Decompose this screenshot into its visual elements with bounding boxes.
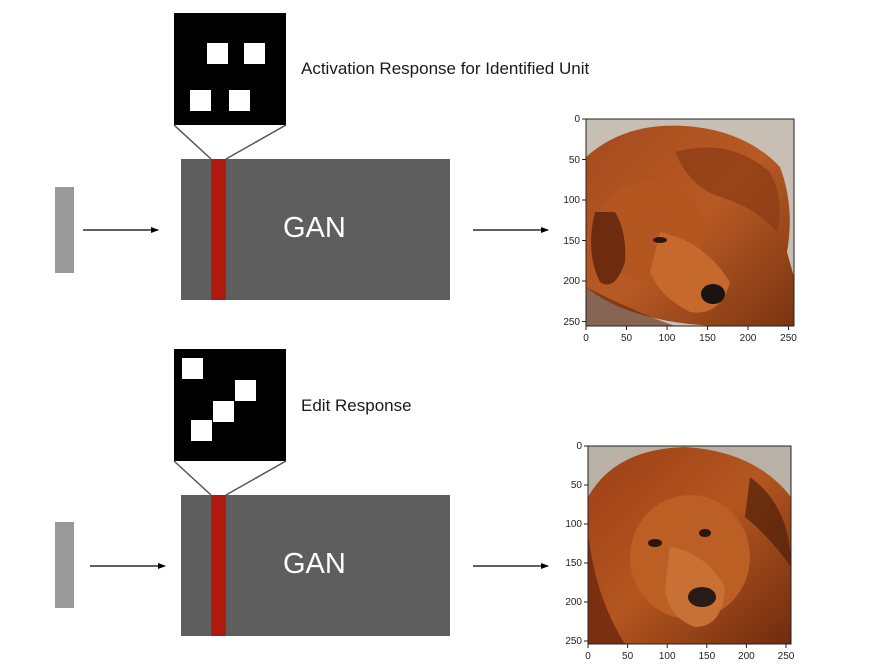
x-tick-label: 150 (699, 333, 716, 344)
y-axis-top: 0 50 100 150 200 250 (563, 114, 586, 328)
y-tick-label: 150 (565, 558, 582, 569)
x-tick-label: 200 (738, 651, 755, 662)
x-tick-label: 200 (740, 333, 757, 344)
x-axis-top: 0 50 100 150 200 250 (583, 326, 797, 344)
x-tick-label: 50 (622, 651, 634, 662)
y-tick-label: 200 (565, 597, 582, 608)
y-tick-label: 50 (569, 155, 581, 166)
y-tick-label: 0 (574, 114, 580, 125)
activation-cell (244, 43, 265, 64)
activation-cell (207, 43, 228, 64)
x-tick-label: 250 (778, 651, 795, 662)
x-tick-label: 0 (583, 333, 589, 344)
latent-vector-top (55, 187, 74, 273)
activation-cell (235, 380, 256, 401)
edited-unit-bottom (211, 495, 226, 636)
y-tick-label: 150 (563, 236, 580, 247)
x-tick-label: 100 (659, 651, 676, 662)
identified-unit-top (211, 159, 226, 300)
x-axis-bottom: 0 50 100 150 200 250 (585, 644, 795, 662)
y-tick-label: 250 (565, 636, 582, 647)
x-tick-label: 0 (585, 651, 591, 662)
output-image-plot-bottom: 0 50 100 150 200 250 0 50 100 150 200 25… (565, 441, 795, 662)
y-tick-label: 0 (576, 441, 582, 452)
caption-top: Activation Response for Identified Unit (301, 59, 590, 78)
x-tick-label: 50 (621, 333, 633, 344)
gan-label-bottom: GAN (283, 548, 346, 580)
y-axis-bottom: 0 50 100 150 200 250 (565, 441, 588, 647)
activation-map-top (174, 13, 286, 125)
output-image-plot-top: 0 50 100 150 200 250 0 50 100 150 200 25… (563, 114, 797, 344)
funnel-line-left-bottom (173, 460, 212, 496)
y-tick-label: 100 (563, 195, 580, 206)
x-tick-label: 150 (698, 651, 715, 662)
y-tick-label: 200 (563, 276, 580, 287)
activation-cell (182, 358, 203, 379)
x-tick-label: 100 (659, 333, 676, 344)
activation-cell (229, 90, 250, 111)
activation-map-bottom (174, 349, 286, 461)
activation-cell (213, 401, 234, 422)
funnel-line-right-top (225, 124, 287, 160)
dog-photo-bottom (588, 446, 791, 644)
y-tick-label: 100 (565, 519, 582, 530)
y-tick-label: 250 (563, 317, 580, 328)
funnel-line-right-bottom (225, 460, 287, 496)
caption-bottom: Edit Response (301, 396, 412, 415)
x-tick-label: 250 (780, 333, 797, 344)
y-tick-label: 50 (571, 480, 583, 491)
activation-cell (190, 90, 211, 111)
dog-photo-top (586, 119, 794, 326)
latent-vector-bottom (55, 522, 74, 608)
activation-cell (191, 420, 212, 441)
gan-label-top: GAN (283, 212, 346, 244)
funnel-line-left-top (173, 124, 212, 160)
